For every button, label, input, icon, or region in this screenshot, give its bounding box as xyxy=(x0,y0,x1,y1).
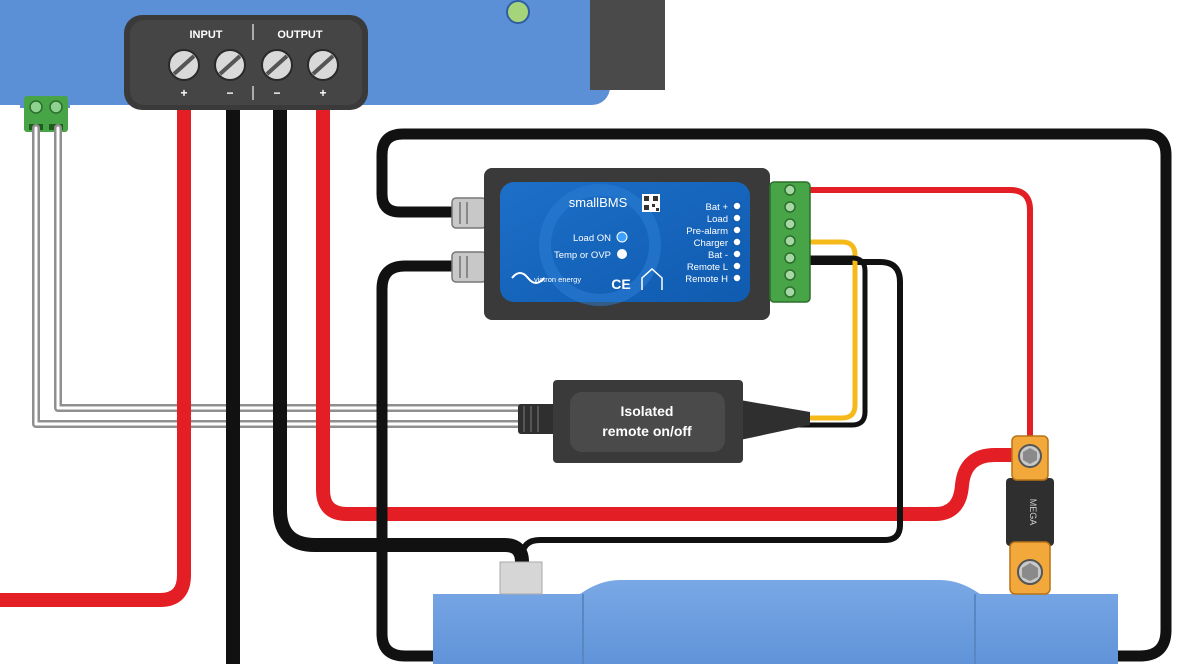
remote-cable-label-line1: Isolated xyxy=(621,403,674,419)
screw-slot xyxy=(265,54,289,76)
wires xyxy=(0,99,1172,664)
remote-cable-strain-relief-right xyxy=(740,400,810,440)
bms-pin-labels: Bat + Load Pre-alarm Charger Bat - Remot… xyxy=(685,202,728,285)
screw-slot xyxy=(311,54,335,76)
output-positive-wire xyxy=(316,99,1037,521)
pin-hole-icon xyxy=(732,261,742,271)
screw-icon xyxy=(784,184,796,196)
grey-wire-outer-highlight xyxy=(34,126,532,426)
pin-label: Remote H xyxy=(685,274,728,285)
polarity-label: + xyxy=(180,86,187,100)
load-on-led-icon xyxy=(616,231,628,243)
bms-title: smallBMS xyxy=(569,195,628,210)
bms-panel-pattern xyxy=(539,184,661,306)
terminal-block-inner xyxy=(130,20,362,105)
nut-icon xyxy=(1022,563,1038,581)
pin-label: Pre-alarm xyxy=(686,226,728,237)
input-label: INPUT xyxy=(190,29,223,41)
ce-mark: CE xyxy=(611,276,630,292)
polarity-label: + xyxy=(319,86,326,100)
brand-label: victron energy xyxy=(534,275,581,284)
pin-label: Load xyxy=(707,214,728,225)
cell-plug-top xyxy=(451,197,487,229)
screw-icon xyxy=(49,100,63,114)
terminal-screws xyxy=(168,49,339,81)
cell-plug-bottom xyxy=(451,251,487,283)
bms-terminal-screws xyxy=(784,184,796,298)
screw-icon xyxy=(29,100,43,114)
pin-hole-icon xyxy=(732,225,742,235)
pin-label: Bat - xyxy=(708,250,728,261)
screw-slot xyxy=(218,54,242,76)
isolated-remote-cable: Isolated remote on/off xyxy=(518,380,810,463)
remote-h-wire xyxy=(797,239,858,421)
pin-label: Remote L xyxy=(687,262,728,273)
remote-connector xyxy=(20,88,70,132)
pin-label: Charger xyxy=(694,238,728,249)
input-positive-wire xyxy=(0,99,191,607)
fuse-body xyxy=(1006,478,1054,546)
status-led-icon xyxy=(506,0,530,24)
output-label: OUTPUT xyxy=(277,29,323,41)
home-icon xyxy=(641,267,663,290)
screw-icon xyxy=(784,269,796,281)
screw-icon xyxy=(784,252,796,264)
fuse-label: MEGA xyxy=(1028,499,1038,526)
screw-icon xyxy=(784,201,796,213)
nut-icon xyxy=(1023,448,1037,464)
temp-ovp-led-icon xyxy=(617,249,627,259)
qr-code-icon xyxy=(642,194,660,212)
victron-logo-icon xyxy=(511,272,545,284)
screw-icon xyxy=(784,235,796,247)
screw-icon xyxy=(784,218,796,230)
cell-balancer-loop-bottom xyxy=(376,260,468,662)
lithium-battery xyxy=(433,561,1118,664)
remote-l-wire xyxy=(797,255,868,428)
screw-icon xyxy=(784,286,796,298)
bms-bat-plus-wire xyxy=(807,187,1033,443)
pin-label: Bat + xyxy=(706,202,729,213)
terminal-block: INPUT OUTPUT + − − + xyxy=(124,15,368,110)
pin-hole-icon xyxy=(732,213,742,223)
pin-hole-icon xyxy=(732,249,742,259)
polarity-label: − xyxy=(226,86,233,100)
remote-cable-label-line2: remote on/off xyxy=(602,423,692,439)
grey-wire-inner-highlight xyxy=(56,126,532,410)
bms-pin-holes xyxy=(732,201,742,283)
converter-heatsink xyxy=(590,0,665,90)
polarity-label: − xyxy=(273,86,280,100)
pin-hole-icon xyxy=(732,273,742,283)
pin-hole-icon xyxy=(732,201,742,211)
cell-balancer-loop-top xyxy=(376,128,1172,662)
bms-bat-minus-wire xyxy=(519,259,903,578)
load-on-label: Load ON xyxy=(573,233,611,244)
mega-fuse: MEGA xyxy=(1006,435,1054,595)
pin-hole-icon xyxy=(732,237,742,247)
battery-housing xyxy=(433,580,1118,664)
remote-cable-label-panel xyxy=(570,392,725,452)
battery-negative-terminal xyxy=(499,561,543,595)
screw-slot xyxy=(172,54,196,76)
smallbms-module: smallBMS Load ON Temp or OVP victron ene… xyxy=(451,168,811,320)
temp-ovp-label: Temp or OVP xyxy=(554,250,611,261)
